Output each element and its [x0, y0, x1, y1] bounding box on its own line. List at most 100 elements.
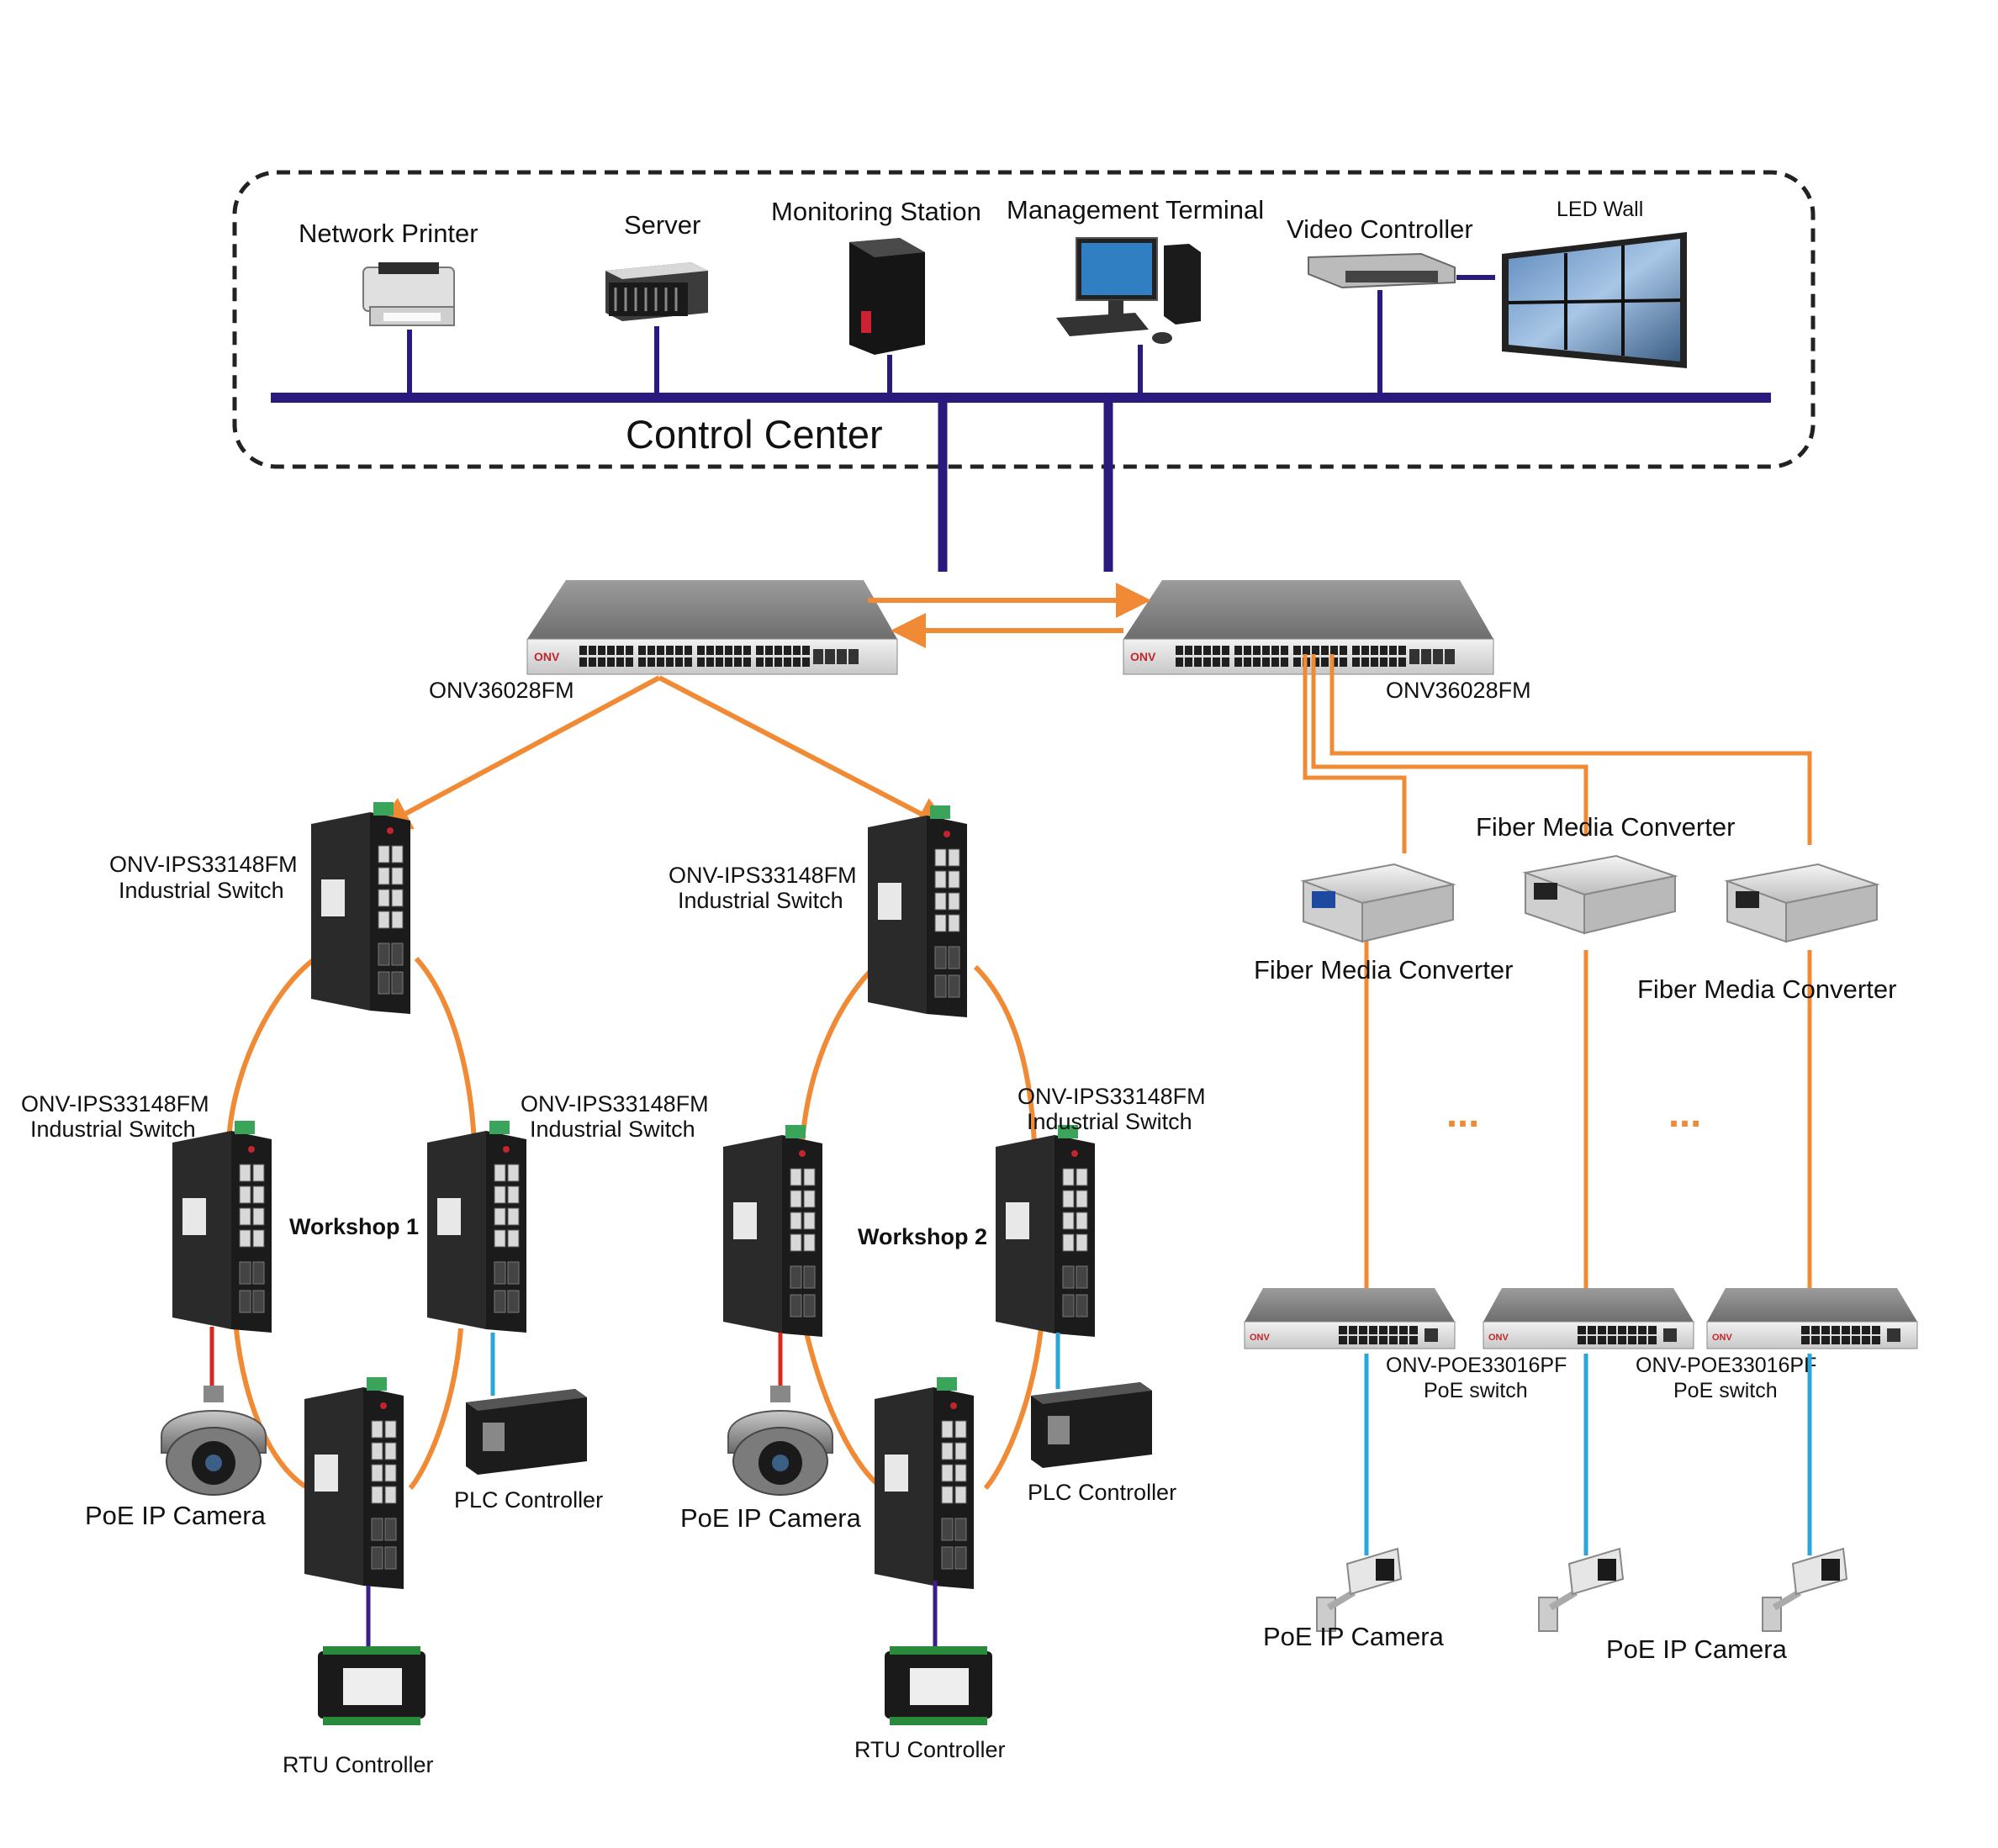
ethernet-port — [706, 657, 714, 667]
fiber-media-converter-icon — [1300, 863, 1456, 943]
ethernet-port — [802, 657, 810, 667]
industrial-switch-icon — [427, 1121, 526, 1333]
workshop-2-ring — [800, 964, 1044, 1491]
ethernet-port — [743, 646, 751, 655]
ethernet-port — [756, 646, 764, 655]
w1-plc-label: PLC Controller — [454, 1487, 603, 1513]
bus-drops — [407, 275, 1495, 398]
ethernet-port — [784, 657, 791, 667]
ethernet-port — [1398, 646, 1406, 655]
brand-logo: ONV — [1712, 1333, 1733, 1343]
ethernet-port — [1222, 657, 1229, 667]
ethernet-port — [1271, 657, 1279, 667]
tower-pc-icon — [849, 238, 925, 355]
w2-camera-label: PoE IP Camera — [680, 1503, 862, 1533]
ethernet-port — [1244, 657, 1251, 667]
ethernet-port — [579, 657, 587, 667]
workshop-device-links — [209, 1327, 1060, 1648]
w1-top-switch-model: ONV-IPS33148FM — [109, 852, 298, 877]
control-center-title: Control Center — [626, 412, 883, 457]
server-icon — [605, 262, 708, 321]
ethernet-port — [1398, 657, 1406, 667]
ethernet-port — [1234, 657, 1242, 667]
w1-rtu-label: RTU Controller — [283, 1752, 434, 1777]
w1-left-switch-model: ONV-IPS33148FM — [21, 1091, 209, 1117]
ethernet-port — [756, 657, 764, 667]
rtu-controller-icon — [318, 1646, 426, 1725]
ethernet-port — [1361, 646, 1369, 655]
sfp-port — [1409, 649, 1419, 664]
ethernet-port — [697, 657, 705, 667]
ethernet-port — [697, 646, 705, 655]
industrial-switch-icon — [868, 805, 967, 1017]
ethernet-port — [1262, 646, 1270, 655]
industrial-switch-icon — [996, 1125, 1095, 1337]
poe-camera-label-1: PoE IP Camera — [1263, 1622, 1445, 1651]
ethernet-port — [638, 657, 646, 667]
ethernet-port — [1213, 646, 1220, 655]
w2-top-switch-type: Industrial Switch — [678, 888, 843, 913]
sfp-port — [1445, 649, 1455, 664]
ethernet-port — [616, 646, 624, 655]
ethernet-port — [1281, 646, 1288, 655]
ellipsis-1: ... — [1446, 1090, 1479, 1135]
ethernet-port — [675, 657, 683, 667]
sfp-port — [848, 649, 859, 664]
rtu-controller-icon — [885, 1646, 992, 1725]
bullet-camera-icon — [1538, 1547, 1625, 1632]
w2-right-switch-model: ONV-IPS33148FM — [1018, 1084, 1206, 1109]
ethernet-port — [706, 646, 714, 655]
sfp-port — [825, 649, 835, 664]
industrial-switches — [172, 802, 1095, 1589]
ethernet-port — [716, 646, 723, 655]
ethernet-port — [725, 646, 732, 655]
ethernet-port — [1352, 646, 1360, 655]
dome-camera-icon — [161, 1386, 267, 1496]
device-label-monitoring-station: Monitoring Station — [771, 197, 981, 226]
ethernet-port — [1213, 657, 1220, 667]
poe-camera-label-2: PoE IP Camera — [1606, 1634, 1788, 1664]
brand-logo: ONV — [1250, 1333, 1271, 1343]
video-wall-icon — [1502, 232, 1687, 368]
ethernet-port — [666, 646, 674, 655]
ethernet-port — [1371, 657, 1378, 667]
poe-switch-1-type: PoE switch — [1424, 1379, 1528, 1402]
workshop-2-title: Workshop 2 — [858, 1224, 987, 1249]
ethernet-port — [589, 646, 596, 655]
converter-3-label: Fiber Media Converter — [1637, 974, 1896, 1004]
ethernet-port — [648, 657, 655, 667]
ethernet-port — [1271, 646, 1279, 655]
industrial-switch-icon — [723, 1125, 822, 1337]
device-label-printer: Network Printer — [299, 219, 478, 248]
ethernet-port — [1321, 657, 1329, 667]
ethernet-port — [793, 646, 801, 655]
ethernet-port — [774, 646, 782, 655]
bullet-camera-icon — [1316, 1547, 1403, 1632]
ethernet-port — [1361, 657, 1369, 667]
core-switch-1: ONV — [526, 580, 898, 675]
ethernet-port — [1293, 646, 1301, 655]
device-label-video-controller: Video Controller — [1287, 214, 1473, 244]
dome-camera-icon — [727, 1386, 833, 1496]
poe-switch-icon: ONV — [1244, 1288, 1456, 1349]
poe-camera-links — [1364, 1354, 1812, 1555]
ethernet-port — [1253, 646, 1261, 655]
ethernet-port — [1281, 657, 1288, 667]
brand-logo: ONV — [534, 650, 560, 663]
ethernet-port — [1330, 646, 1338, 655]
ethernet-port — [657, 657, 664, 667]
poe-switch-2-type: PoE switch — [1673, 1379, 1778, 1402]
core-switch-2-label: ONV36028FM — [1386, 678, 1531, 703]
brand-logo: ONV — [1130, 650, 1156, 663]
poe-switch-1-model: ONV-POE33016PF — [1386, 1354, 1567, 1377]
ethernet-port — [1312, 646, 1319, 655]
ethernet-port — [743, 657, 751, 667]
device-label-led-wall: LED Wall — [1557, 198, 1643, 221]
ethernet-port — [1253, 657, 1261, 667]
device-label-server: Server — [624, 210, 700, 240]
w1-right-switch-type: Industrial Switch — [530, 1117, 695, 1142]
ethernet-port — [1389, 657, 1397, 667]
ethernet-port — [626, 657, 633, 667]
